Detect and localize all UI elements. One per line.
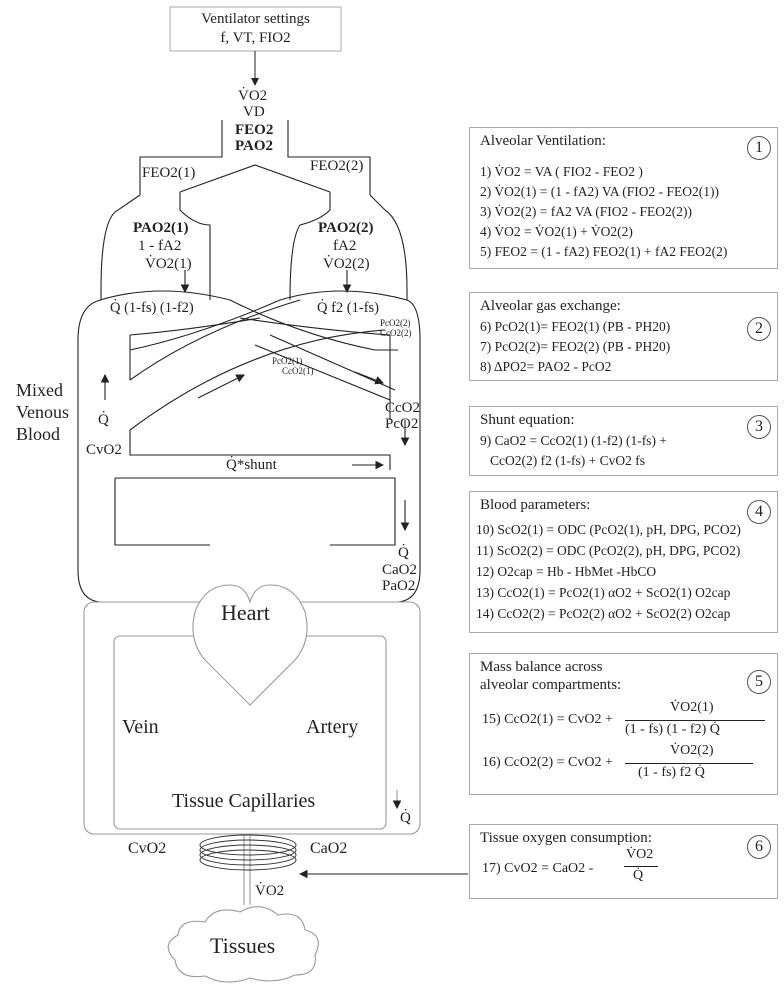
label-cvo2-bottom: CvO2 — [128, 840, 166, 858]
equation-line: 2) V̇O2(1) = (1 - fA2) VA (FIO2 - FEO2(1… — [480, 184, 719, 200]
panel-title-line2: alveolar compartments: — [480, 677, 621, 694]
label-pco2-1: PcO2(1) — [272, 356, 303, 366]
label-feo2-2: FEO2(2) — [310, 158, 363, 175]
label-shunt: Q̇*shunt — [226, 457, 277, 474]
label-vo2-1: V̇O2(1) — [145, 256, 192, 273]
panel-title: Blood parameters: — [480, 497, 590, 514]
label-frac-1: 1 - fA2 — [138, 238, 181, 255]
capillary-coil — [200, 835, 296, 870]
panel-number: 2 — [747, 317, 771, 341]
panel-mass-balance: Mass balance across alveolar compartment… — [469, 653, 778, 795]
label-pco2: PcO2 — [385, 416, 418, 433]
label-venous: Venous — [16, 402, 69, 423]
panel-shunt-equation: Shunt equation: 3 9) CaO2 = CcO2(1) (1-f… — [469, 406, 778, 476]
equation-line: 10) ScO2(1) = ODC (PcO2(1), pH, DPG, PCO… — [476, 522, 741, 538]
equation-numerator: V̇O2(2) — [670, 743, 714, 759]
label-pco2-2: PcO2(2) — [380, 318, 411, 328]
label-feo2-1: FEO2(1) — [142, 165, 195, 182]
label-pao2-blood: PaO2 — [382, 578, 415, 595]
ventilator-params: f, VT, FIO2 — [170, 30, 341, 47]
label-cvo2-left: CvO2 — [86, 442, 122, 459]
equation-line: 5) FEO2 = (1 - fA2) FEO2(1) + fA2 FEO2(2… — [480, 244, 727, 260]
equation-line: 11) ScO2(2) = ODC (PcO2(2), pH, DPG, PCO… — [476, 543, 740, 559]
label-vein: Vein — [122, 716, 159, 739]
label-q-1: Q̇ (1-fs) (1-f2) — [110, 300, 194, 317]
blood-loop — [78, 291, 420, 602]
equation-line: 9) CaO2 = CcO2(1) (1-f2) (1-fs) + — [480, 433, 667, 449]
label-vo2-2: V̇O2(2) — [323, 256, 370, 273]
equation-line: 14) CcO2(2) = PcO2(2) αO2 + ScO2(2) O2ca… — [476, 606, 730, 622]
equation-denominator: (1 - fs) f2 Q̇ — [638, 765, 705, 781]
label-q-2: Q̇ f2 (1-fs) — [317, 300, 379, 317]
equation-numerator: V̇O2(1) — [670, 700, 714, 716]
panel-blood-parameters: Blood parameters: 4 10) ScO2(1) = ODC (P… — [469, 491, 778, 633]
panel-number: 1 — [747, 136, 771, 160]
equation-line: 13) CcO2(1) = PcO2(1) αO2 + ScO2(1) O2ca… — [476, 585, 730, 601]
equation-denominator: Q̇ — [633, 868, 643, 884]
equation-lhs: 15) CcO2(1) = CvO2 + — [482, 712, 613, 728]
panel-title: Tissue oxygen consumption: — [480, 830, 652, 847]
label-mixed: Mixed — [16, 380, 63, 401]
panel-title: Mass balance across — [480, 659, 602, 676]
label-cco2-2: CcO2(2) — [380, 328, 412, 338]
label-cao2-bottom: CaO2 — [310, 840, 347, 858]
panel-title: Shunt equation: — [480, 412, 575, 429]
equation-line: 8) ΔPO2= PAO2 - PcO2 — [480, 359, 611, 375]
label-cco2: CcO2 — [385, 400, 420, 417]
equation-lhs: 17) CvO2 = CaO2 - — [482, 861, 593, 877]
equation-numerator: V̇O2 — [626, 847, 653, 863]
ventilator-title: Ventilator settings — [170, 11, 341, 28]
label-cao2-right: CaO2 — [382, 562, 417, 579]
label-q-right: Q̇ — [398, 545, 409, 562]
panel-number: 5 — [747, 670, 771, 694]
label-blood: Blood — [16, 424, 60, 445]
equation-line: 6) PcO2(1)= FEO2(1) (PB - PH20) — [480, 319, 670, 335]
equation-line: 1) V̇O2 = VA ( FIO2 - FEO2 ) — [480, 164, 643, 180]
panel-number: 6 — [747, 835, 771, 859]
crossing-vessels — [255, 335, 395, 400]
label-cco2-1: CcO2(1) — [282, 366, 314, 376]
label-pao2-1: PAO2(1) — [133, 220, 189, 237]
panel-alveolar-gas-exchange: Alveolar gas exchange: 2 6) PcO2(1)= FEO… — [469, 292, 778, 381]
equation-line: CcO2(2) f2 (1-fs) + CvO2 fs — [490, 453, 645, 469]
panel-number: 4 — [747, 500, 771, 524]
panel-alveolar-ventilation: Alveolar Ventilation: 1 1) V̇O2 = VA ( F… — [469, 127, 778, 269]
label-feo2: FEO2 — [235, 122, 273, 139]
label-heart: Heart — [221, 600, 270, 626]
label-vo2-top: V̇O2 — [238, 88, 267, 105]
equation-line: 4) V̇O2 = V̇O2(1) + V̇O2(2) — [480, 224, 633, 240]
label-tissues: Tissues — [210, 933, 275, 959]
equation-line: 7) PcO2(2)= FEO2(2) (PB - PH20) — [480, 339, 670, 355]
equation-denominator: (1 - fs) (1 - f2) Q̇ — [625, 722, 720, 738]
panel-title: Alveolar gas exchange: — [480, 298, 621, 315]
equation-lhs: 16) CcO2(2) = CvO2 + — [482, 755, 613, 771]
label-q-left: Q̇ — [98, 412, 109, 429]
panel-tissue-oxygen: Tissue oxygen consumption: 6 17) CvO2 = … — [469, 824, 778, 899]
label-q-systemic: Q̇ — [400, 810, 411, 827]
label-tissue-capillaries: Tissue Capillaries — [172, 790, 315, 813]
panel-title: Alveolar Ventilation: — [480, 133, 606, 150]
label-artery: Artery — [306, 716, 358, 739]
label-pao2: PAO2 — [235, 138, 273, 155]
label-vo2-bottom: V̇O2 — [255, 883, 284, 900]
label-pao2-2: PAO2(2) — [318, 220, 374, 237]
equation-line: 12) O2cap = Hb - HbMet -HbCO — [476, 564, 656, 580]
panel-number: 3 — [747, 415, 771, 439]
equation-line: 3) V̇O2(2) = fA2 VA (FIO2 - FEO2(2)) — [480, 204, 692, 220]
label-vd: VD — [243, 104, 265, 121]
label-frac-2: fA2 — [333, 238, 356, 255]
